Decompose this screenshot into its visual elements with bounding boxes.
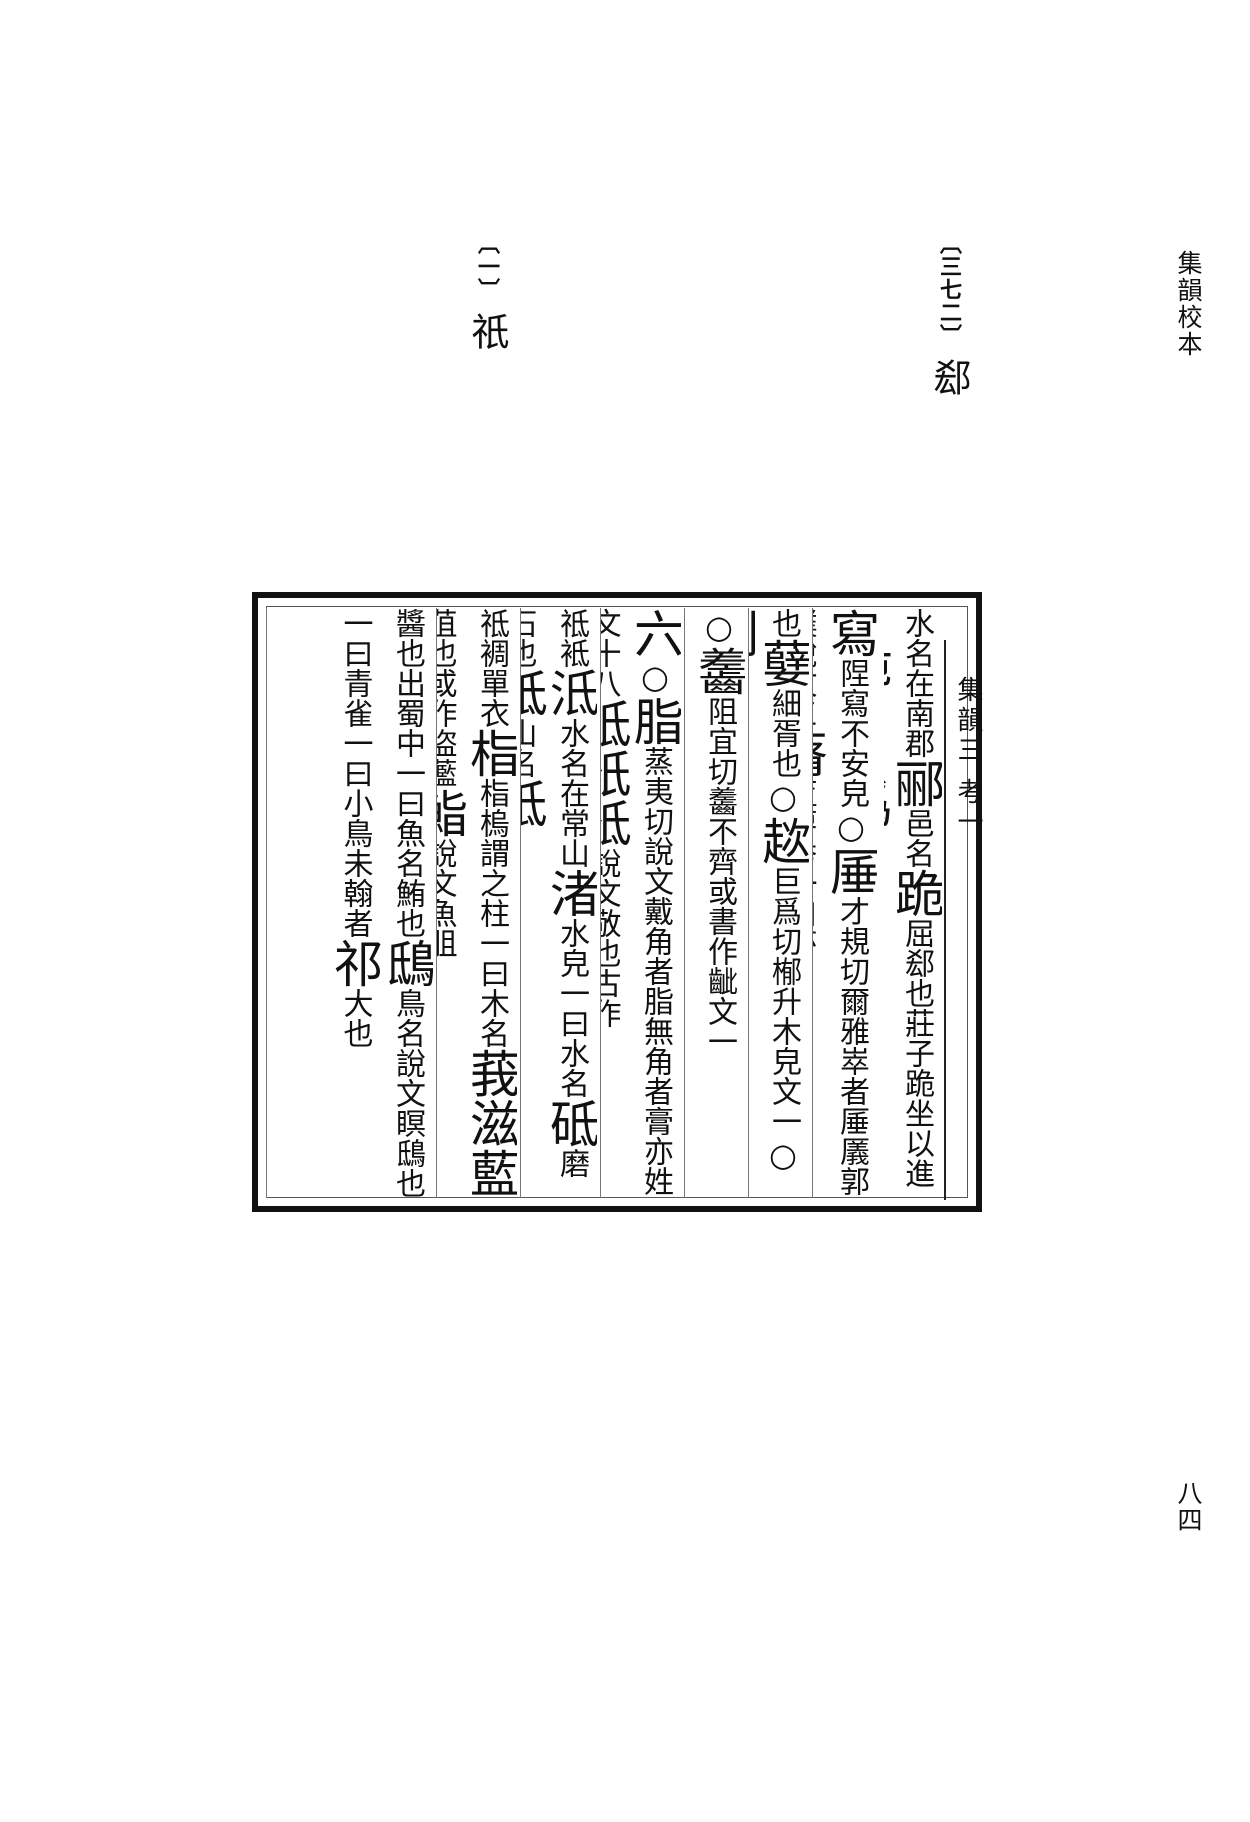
headword: 齹 (690, 646, 745, 696)
headword: 六 (626, 608, 681, 658)
headword: 恑 (884, 638, 893, 688)
headword: 莪 (462, 1048, 517, 1098)
section-circle: ○ (764, 778, 802, 816)
headword: 栺 (462, 728, 517, 778)
gloss-text: 藍蓼秀一曰莎 (812, 778, 817, 958)
gloss-text: 屈郄也莊子跪坐以進之 (899, 918, 934, 1188)
headword: 砥 (542, 1098, 597, 1148)
text-column: 寫陧寫不安皃○厜才規切爾雅崒者厜㕒郭璞說文三蓨藍蓼秀一曰莎 (812, 608, 877, 1198)
note-mark: 〔三七二〕 (936, 232, 962, 347)
header-strip: 集韻三 考一 (944, 640, 983, 1200)
gloss-text: 袛 (554, 638, 589, 668)
gloss-text: 大也 (337, 988, 373, 1048)
gloss-text: 水名在常山 (554, 718, 589, 868)
headword: 郦 (887, 758, 942, 808)
headword: 祁 (325, 938, 384, 988)
gloss-text: 阻宜切齹不齊或書作齜文一 (702, 696, 737, 1056)
text-column: 六○脂蒸夷切說文戴角者脂無角者膏亦姓文十八祗衹袛說文敬也古作 (600, 608, 681, 1198)
headword: 岻 (520, 668, 548, 718)
section-circle: ○ (636, 658, 674, 696)
note-character: 郄 (927, 358, 971, 397)
gloss-text: 栺㮧謂之柱一曰木名 (474, 778, 509, 1048)
text-column: 祗裯單衣栺栺㮧謂之柱一曰木名莪滋藍 菹也或作盜蘫鮨說文魚䏣 (436, 608, 517, 1198)
text-column: 醬也出蜀中一曰魚名鮪也鴟鳥名說文瞑鴟也一曰青雀一曰小鳥未翰者祁大也 (266, 608, 433, 1198)
gloss-text: 水皃一曰水名 (554, 918, 589, 1098)
text-column: ○齹阻宜切齹不齊或書作齜文一 (684, 608, 745, 1198)
headword: 跪 (887, 868, 942, 918)
gloss-text: 曰魚名鮪也 (390, 788, 425, 938)
gloss-text: 磨石也 (521, 608, 589, 1178)
gloss-text: 水名在 (899, 608, 934, 698)
gloss-text: 說文魚䏣 (436, 838, 457, 958)
collation-note: 〔三七二〕 郄 (927, 232, 971, 397)
gloss-text: 醬也出蜀中一 (390, 608, 425, 788)
gloss-text: 南郡 (899, 698, 934, 758)
gloss-text: 細胥也 (766, 688, 801, 778)
headword: 趑 (754, 816, 809, 866)
gloss-text: 才規切爾雅崒者厜㕒郭璞說文三 (813, 608, 869, 1196)
section-circle: ○ (700, 608, 738, 646)
gloss-text: 青雀一曰小鳥未翰者 (337, 668, 373, 938)
headword: 鴟 (378, 938, 433, 988)
headword: 袛 (600, 798, 632, 848)
text-column: 水名在南郡郦邑名跪屈郄也莊子跪坐以進之恑獨立皃僞假也 (884, 608, 942, 1198)
headword: 祗 (520, 778, 548, 828)
gloss-text: 邑名 (899, 808, 934, 868)
gloss-text: 紀披切刀取物也文一 (748, 658, 749, 928)
headword: 鮨 (436, 788, 468, 838)
header-strip-text: 集韻三 考一 (953, 676, 983, 839)
text-column: 也㜸細胥也○趑巨爲切㮋升木皃文一○刉紀披切刀取物也文一 (748, 608, 809, 1198)
headword: 藍 (462, 1148, 517, 1198)
gloss-text: 祗 (554, 608, 589, 638)
section-circle: ○ (832, 808, 870, 846)
gloss-text: 陧寫不安皃 (834, 658, 869, 808)
headword: 㜸 (754, 638, 809, 688)
headword: 厜 (822, 846, 877, 896)
headword: 脂 (626, 696, 681, 746)
headword: 僞 (884, 778, 893, 828)
gloss-text: 蒸夷切說文戴角者脂無角者膏亦姓文十八 (600, 608, 673, 1196)
gloss-text: 鳥名說文瞑鴟也一曰 (337, 608, 426, 1198)
headword: 刉 (748, 608, 760, 658)
gloss-text: 說文敬也古作 (600, 848, 621, 1028)
headword: 寫 (822, 608, 877, 658)
headword: 祗 (600, 698, 632, 748)
headword: 泜 (542, 668, 597, 718)
gloss-text: 祗裯單衣 (474, 608, 509, 728)
gloss-text: 山名 (520, 718, 537, 778)
headword: 滋 (462, 1098, 517, 1148)
gloss-text: 菹也或作盜蘫 (436, 608, 457, 788)
headword: 衹 (600, 748, 632, 798)
page-number: 八四 (1174, 1480, 1203, 1534)
headword: 渚 (542, 868, 597, 918)
book-title: 集韻校本 (1174, 250, 1203, 358)
note-mark: 〔一〕 (474, 232, 500, 301)
headword: 蓨 (812, 728, 828, 778)
gloss-text: 巨爲切㮋升木皃文一 (766, 866, 801, 1136)
collation-note: 〔一〕 祇 (465, 232, 509, 351)
gloss-text: 也 (766, 608, 801, 638)
section-circle: ○ (764, 1136, 802, 1174)
text-column: 祗袛泜水名在常山渚水皃一曰水名砥磨石也岻山名祗 (520, 608, 597, 1198)
note-character: 祇 (465, 312, 509, 351)
